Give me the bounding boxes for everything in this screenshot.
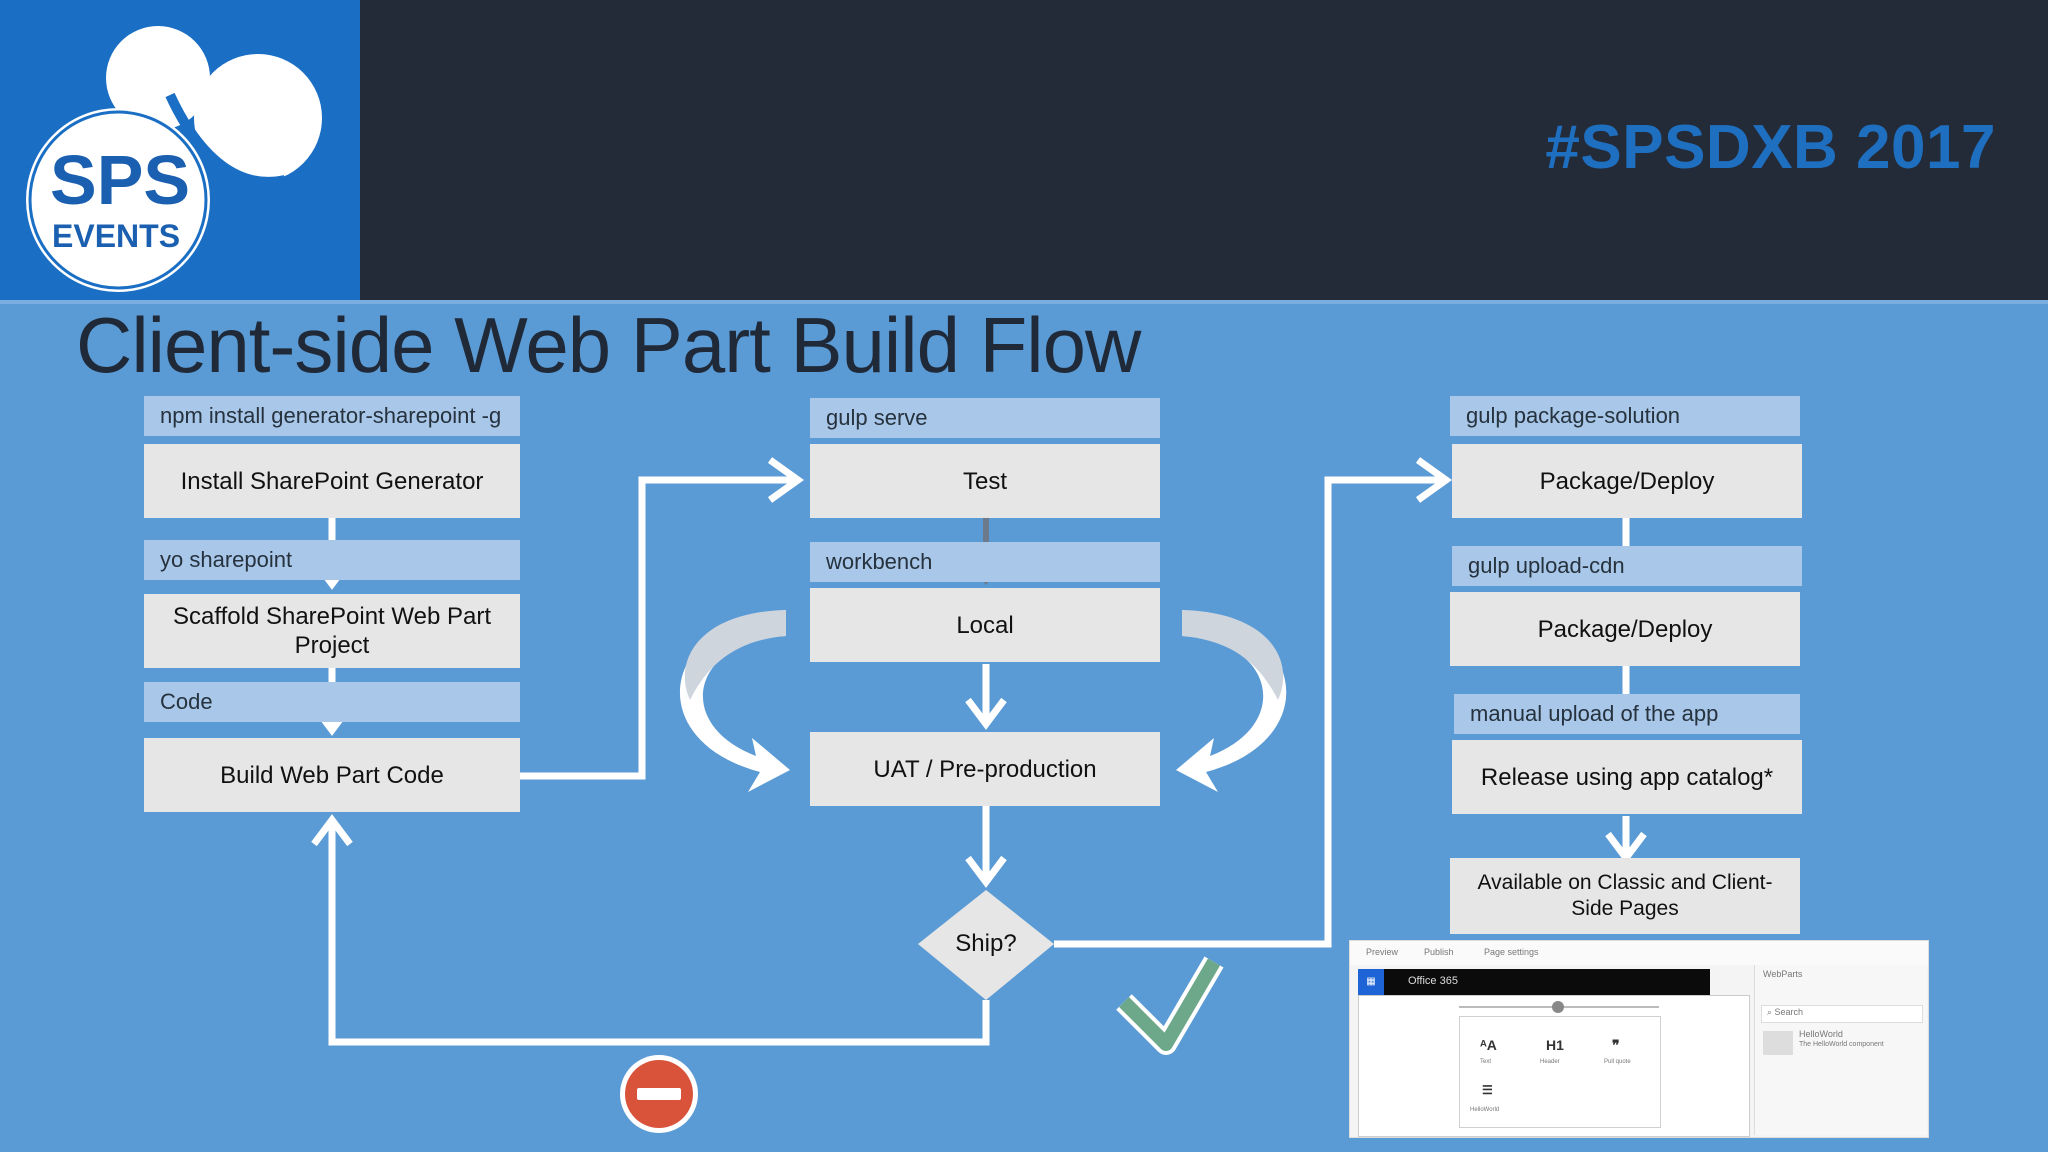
thumb-search-label: ⌕ Search [1767,1007,1804,1017]
decision-diamond [918,890,1054,1000]
arrow-ship-to-package [1054,476,1442,948]
step-package-deploy-2: Package/Deploy [1450,592,1800,666]
thumb-tile-text: Text [1480,1059,1492,1065]
thumb-toolbox: ᴬA H1 ❞ Text Header Pull quote ☰ HelloWo… [1459,1016,1661,1128]
step-uat: UAT / Pre-production [810,732,1160,806]
quote-tile-icon: ❞ [1612,1037,1620,1053]
thumb-preview-label: Preview [1366,947,1399,957]
thumb-app-title: Office 365 [1408,975,1458,987]
workbench-screenshot: Preview Publish Page settings ▦ Office 3… [1349,940,1929,1138]
header-tile-icon: H1 [1546,1037,1564,1053]
event-hashtag: #SPSDXB 2017 [1545,113,1996,182]
cmd-yo-sharepoint: yo sharepoint [144,540,520,580]
thumb-toolbar: Preview Publish Page settings [1350,941,1928,965]
cloud-logo-icon [26,26,322,292]
thumb-side-title: WebParts [1763,969,1803,979]
step-test: Test [810,444,1160,518]
checkmark-icon [1116,956,1224,1055]
thumb-side-item: HelloWorld [1799,1029,1843,1039]
thumb-publish-label: Publish [1424,947,1454,957]
step-scaffold-project: Scaffold SharePoint Web Part Project [144,594,520,668]
decision-ship-label: Ship? [955,930,1017,957]
cmd-gulp-serve: gulp serve [810,398,1160,438]
thumb-side-item-desc: The HelloWorld component [1799,1041,1884,1048]
cmd-code: Code [144,682,520,722]
thumb-webparts-pane: WebParts ⌕ Search HelloWorld The HelloWo… [1754,965,1927,1135]
thumb-tile-quote: Pull quote [1604,1059,1631,1065]
sps-events-logo: SPS EVENTS [0,0,360,300]
step-package-deploy-1: Package/Deploy [1452,444,1802,518]
step-build-code: Build Web Part Code [144,738,520,812]
list-tile-icon: ☰ [1482,1083,1493,1097]
cmd-manual-upload: manual upload of the app [1454,694,1800,734]
waffle-icon: ▦ [1358,969,1384,995]
thumb-page-settings-label: Page settings [1484,947,1539,957]
arrow-build-to-test [520,476,794,780]
step-available-pages: Available on Classic and Client-Side Pag… [1450,858,1800,934]
step-release-app-catalog: Release using app catalog* [1452,740,1802,814]
cmd-gulp-upload-cdn: gulp upload-cdn [1452,546,1802,586]
step-install-generator: Install SharePoint Generator [144,444,520,518]
cmd-workbench: workbench [810,542,1160,582]
cmd-gulp-package-solution: gulp package-solution [1450,396,1800,436]
cmd-npm-install: npm install generator-sharepoint -g [144,396,520,436]
thumb-tile-helloworld: HelloWorld [1470,1107,1500,1113]
header-divider [0,300,2048,304]
arrow-ship-reject-loop [328,822,990,1046]
logo-events-text: EVENTS [52,218,181,254]
stop-icon [620,1055,698,1133]
thumb-tile-header: Header [1540,1059,1560,1065]
thumb-suite-bar: ▦ Office 365 [1358,969,1710,995]
logo-sps-text: SPS [50,141,191,219]
text-tile-icon: ᴬA [1480,1037,1497,1053]
step-local: Local [810,588,1160,662]
page-title: Client-side Web Part Build Flow [76,301,1141,389]
thumb-canvas: ᴬA H1 ❞ Text Header Pull quote ☰ HelloWo… [1358,995,1750,1137]
